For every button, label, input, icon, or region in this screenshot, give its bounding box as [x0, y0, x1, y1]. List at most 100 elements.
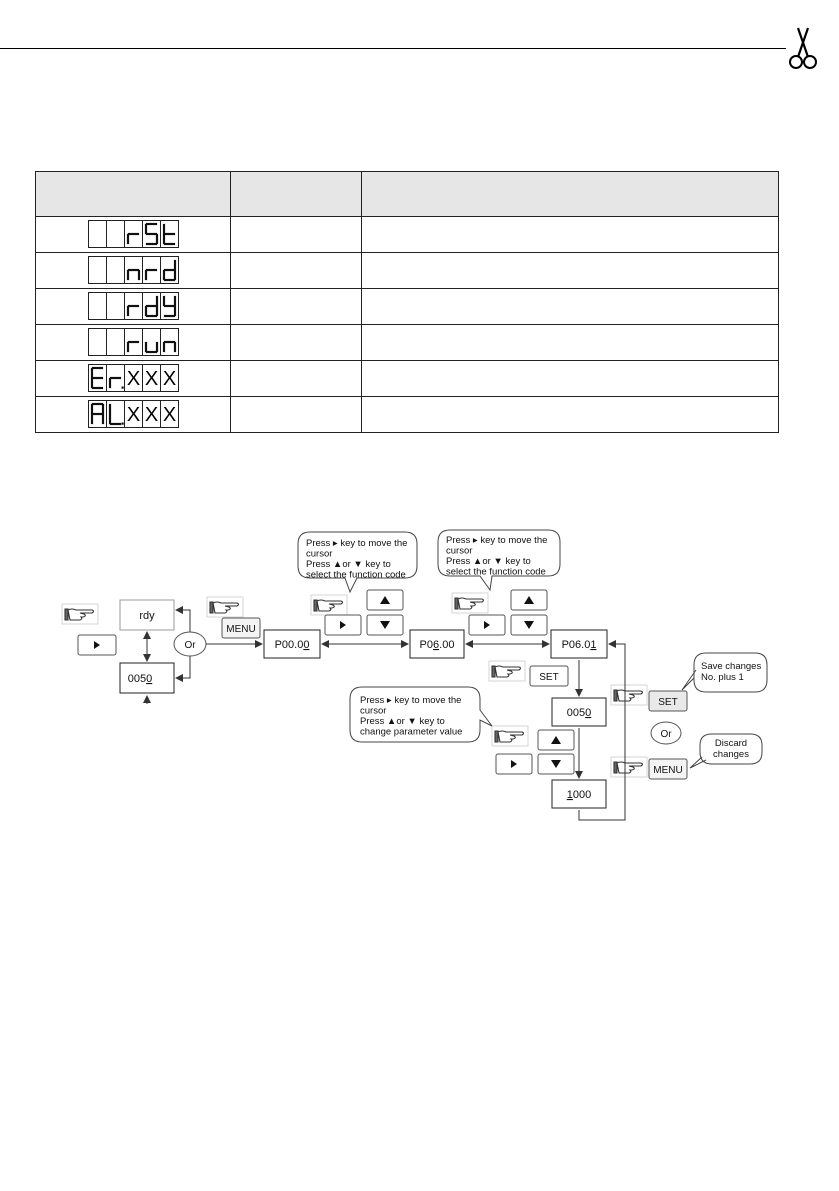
led-digit	[141, 329, 160, 355]
down-key-3[interactable]	[537, 753, 575, 775]
led-digit	[105, 401, 124, 427]
led-digit: X	[123, 365, 142, 391]
name-cell	[230, 252, 362, 289]
display-0050-left: 0050	[119, 662, 175, 694]
header-cell	[230, 171, 362, 217]
description-cell	[361, 360, 779, 397]
right-arrow-key-left[interactable]	[77, 634, 117, 656]
pointing-hand-icon	[451, 592, 489, 614]
left-value-cursor: 0	[146, 673, 152, 685]
table-row	[35, 216, 779, 253]
header-cell	[361, 171, 779, 217]
down-key-2[interactable]	[510, 614, 548, 636]
v1000-cursor: 1	[567, 789, 573, 801]
or-circle-right: Or	[650, 721, 682, 745]
up-key-1[interactable]	[366, 589, 404, 611]
display-0050-right: 0050	[551, 697, 607, 727]
table-row	[35, 252, 779, 289]
bubble-line: select the function code	[306, 570, 406, 581]
led-display	[87, 220, 179, 248]
menu-key[interactable]: MENU	[221, 617, 261, 639]
led-digit	[159, 221, 178, 247]
led-digit: X	[141, 401, 160, 427]
p0000-cursor: 0	[303, 639, 309, 651]
right-key-2[interactable]	[468, 614, 506, 636]
svg-text:P00.00: P00.00	[275, 639, 310, 651]
display-cell	[35, 324, 231, 361]
v1000-suffix: 000	[573, 789, 591, 801]
operation-flow-diagram: rdy 0050 Or MENU P00.00 Press ▸ key	[0, 520, 839, 830]
display-rdy: rdy	[119, 599, 175, 631]
bubble-line: Press ▸ key to move the	[446, 535, 547, 546]
svg-text:X: X	[162, 368, 175, 390]
p0600-suffix: .00	[439, 639, 454, 651]
up-key-2[interactable]	[510, 589, 548, 611]
led-digit: X	[159, 365, 178, 391]
bubble-line: changes	[713, 749, 749, 760]
led-digit	[89, 221, 106, 247]
led-digit	[123, 221, 142, 247]
led-digit	[105, 365, 124, 391]
bubble-line: Save changes	[701, 661, 761, 672]
right-key-1[interactable]	[324, 614, 362, 636]
name-cell	[230, 360, 362, 397]
led-digit	[123, 293, 142, 319]
name-cell	[230, 216, 362, 253]
display-p0000: P00.00	[263, 629, 321, 659]
set-key[interactable]: SET	[529, 665, 569, 687]
pointing-hand-icon	[491, 725, 529, 747]
display-p0600: P06.00	[409, 629, 465, 659]
bubble-line: select the function code	[446, 567, 546, 578]
up-key-3[interactable]	[537, 729, 575, 751]
svg-text:X: X	[144, 404, 157, 426]
svg-text:1000: 1000	[567, 789, 591, 801]
svg-text:X: X	[144, 368, 157, 390]
menu-key-label: MENU	[226, 624, 255, 635]
p0600-prefix: P0	[420, 639, 433, 651]
led-digit	[141, 257, 160, 283]
name-cell	[230, 324, 362, 361]
led-digit	[141, 293, 160, 319]
right-key-3[interactable]	[495, 753, 533, 775]
down-key-1[interactable]	[366, 614, 404, 636]
bubble-line: No. plus 1	[701, 672, 744, 683]
led-digit	[159, 257, 178, 283]
menu-key-discard[interactable]: MENU	[648, 758, 688, 780]
bubble-line: cursor	[446, 546, 472, 557]
display-cell	[35, 252, 231, 289]
or-right-label: Or	[660, 729, 672, 740]
scissors-icon	[789, 27, 817, 69]
set-key-save[interactable]: SET	[648, 690, 688, 712]
pointing-hand-icon	[610, 684, 648, 706]
svg-text:X: X	[162, 404, 175, 426]
p0000-prefix: P00.0	[275, 639, 304, 651]
v0050-cursor: 0	[585, 707, 591, 719]
bubble-line: Press ▲or ▼ key to	[306, 559, 391, 570]
bubble-line: Press ▸ key to move the	[360, 695, 461, 706]
led-digit: X	[141, 365, 160, 391]
svg-text:P06.00: P06.00	[420, 639, 455, 651]
cut-line	[0, 48, 786, 49]
set-key-save-label: SET	[658, 697, 677, 708]
led-digit	[89, 401, 106, 427]
led-digit	[105, 221, 124, 247]
svg-text:X: X	[126, 368, 139, 390]
bubble-line: change parameter value	[360, 727, 462, 738]
bubble-line: Press ▲or ▼ key to	[446, 556, 531, 567]
name-cell	[230, 288, 362, 325]
bubble-line: Press ▲or ▼ key to	[360, 716, 445, 727]
led-display	[87, 256, 179, 284]
